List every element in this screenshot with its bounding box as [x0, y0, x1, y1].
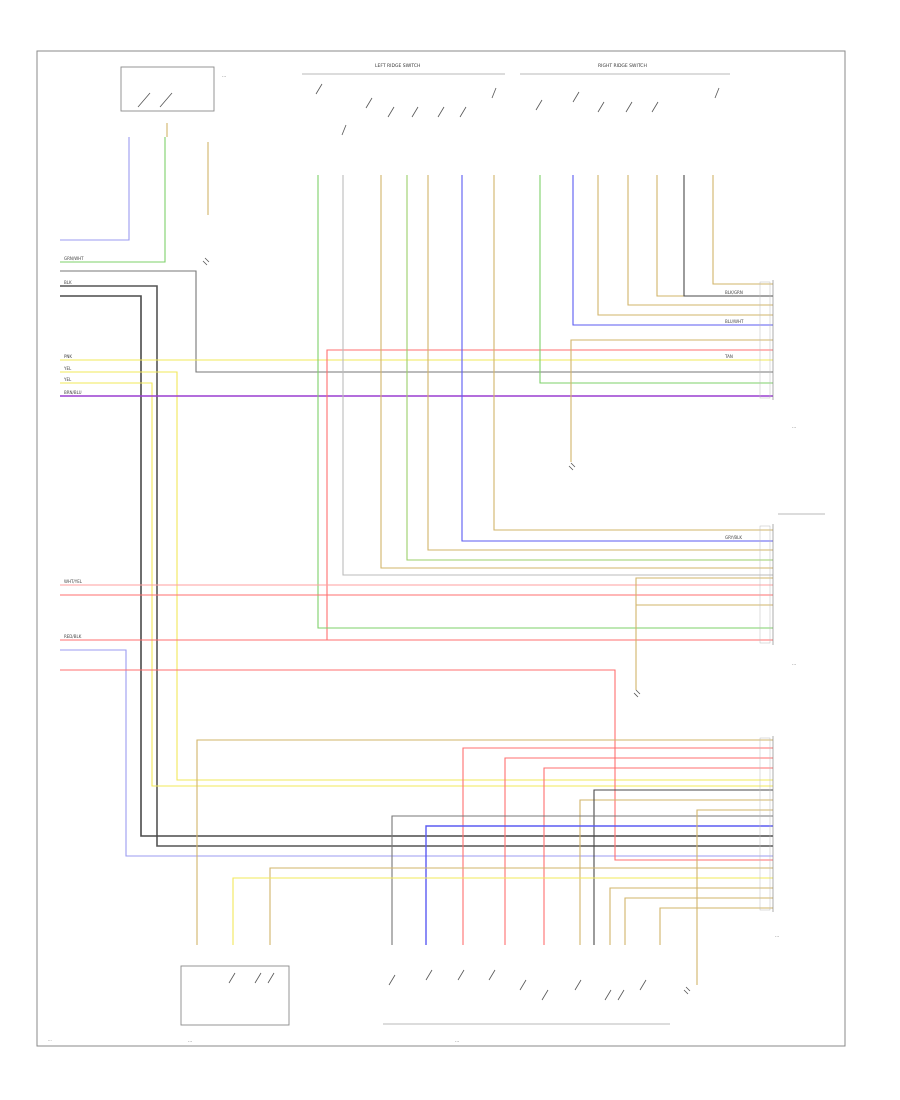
svg-text:GRN/WHT: GRN/WHT — [64, 256, 84, 261]
ground-symbols — [202, 257, 691, 995]
svg-text:...: ... — [222, 74, 226, 79]
svg-text:BLK: BLK — [64, 280, 72, 285]
bottom-left-switch: ... — [180, 965, 290, 1044]
svg-text:...: ... — [188, 1039, 192, 1044]
wires — [60, 123, 773, 985]
top-left-component: ... — [120, 66, 226, 112]
svg-text:WHT/YEL: WHT/YEL — [64, 579, 83, 584]
svg-text:RED/BLK: RED/BLK — [64, 634, 82, 639]
right-middle-module: ... — [759, 513, 825, 667]
svg-text:RIGHT RIDGE SWITCH: RIGHT RIDGE SWITCH — [598, 63, 647, 69]
svg-text:BLU/WHT: BLU/WHT — [725, 319, 744, 324]
svg-text:LEFT RIDGE SWITCH: LEFT RIDGE SWITCH — [375, 63, 420, 69]
diagram-frame — [36, 50, 846, 1047]
right-ridge-switch: RIGHT RIDGE SWITCH — [520, 63, 730, 113]
bottom-center-switch: ... — [383, 969, 670, 1044]
page-id: ... — [48, 1037, 52, 1042]
svg-text:GRY/BLK: GRY/BLK — [725, 535, 742, 540]
svg-text:YEL: YEL — [63, 366, 72, 371]
svg-text:BRN/BLU: BRN/BLU — [64, 390, 82, 395]
svg-text:YEL: YEL — [63, 377, 72, 382]
wire-labels: PNK YEL YEL BRN/BLU GRN/WHT BLK WHT/YEL … — [63, 256, 744, 639]
right-lower-module: ... — [759, 736, 779, 939]
right-upper-module: ... — [759, 280, 796, 430]
svg-text:BLK/GRN: BLK/GRN — [725, 290, 743, 295]
svg-text:PNK: PNK — [64, 354, 72, 359]
left-ridge-switch: LEFT RIDGE SWITCH — [302, 63, 505, 136]
svg-text:...: ... — [455, 1039, 459, 1044]
svg-text:...: ... — [792, 662, 796, 667]
svg-text:...: ... — [792, 425, 796, 430]
svg-text:TAN: TAN — [724, 354, 733, 359]
svg-text:...: ... — [775, 934, 779, 939]
